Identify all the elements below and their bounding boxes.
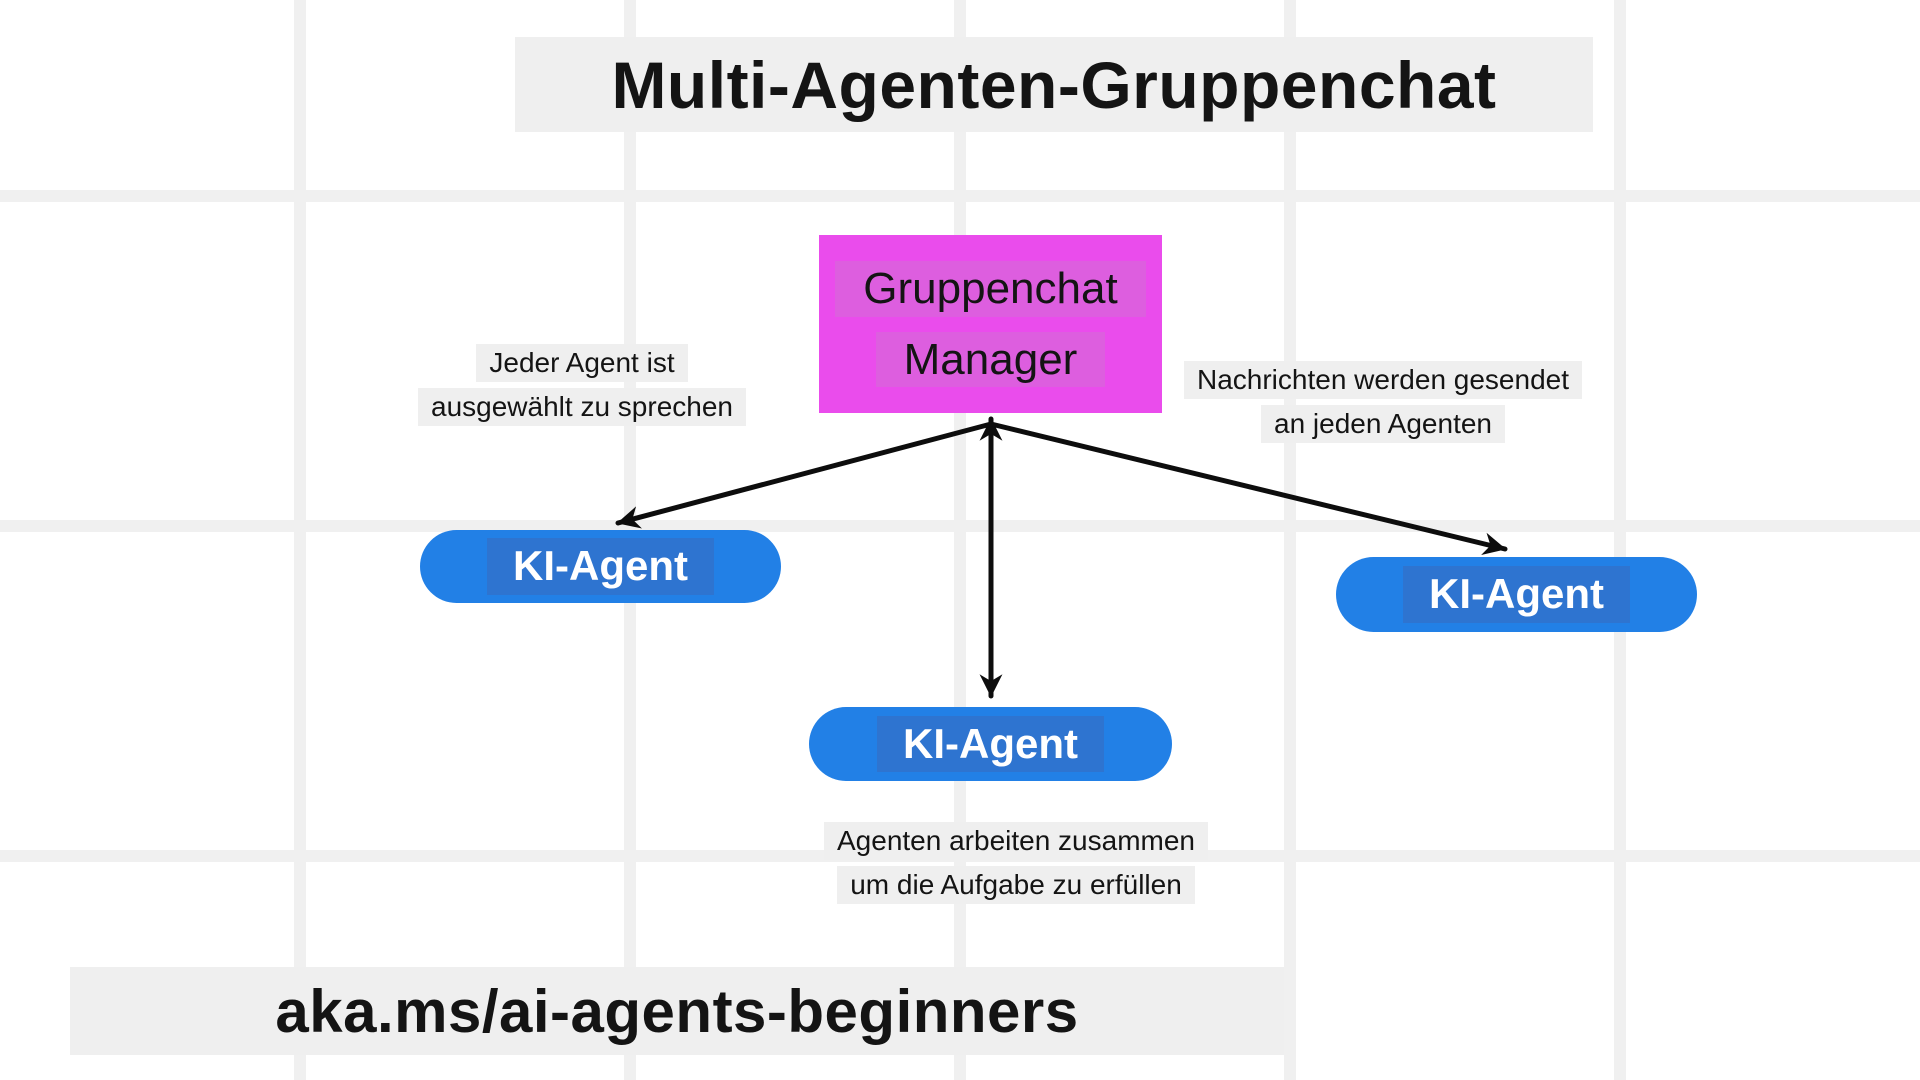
annotation-line: Nachrichten werden gesendet bbox=[1183, 361, 1583, 400]
annotation-line: Jeder Agent ist bbox=[476, 344, 688, 383]
annotation-line: ausgewählt zu sprechen bbox=[418, 388, 746, 427]
page-title: Multi-Agenten-Gruppenchat bbox=[515, 37, 1593, 132]
page-title-text: Multi-Agenten-Gruppenchat bbox=[611, 47, 1497, 122]
ki-agent-node-right: KI-Agent bbox=[1336, 557, 1697, 632]
arrow-manager-to-left-agent bbox=[615, 421, 994, 529]
agent-label: KI-Agent bbox=[487, 538, 714, 595]
footer-link-text: aka.ms/ai-agents-beginners bbox=[275, 977, 1079, 1045]
annotation-agent-selected: Jeder Agent ist ausgewählt zu sprechen bbox=[418, 344, 746, 427]
annotation-agents-collaborate: Agenten arbeiten zusammen um die Aufgabe… bbox=[824, 822, 1208, 905]
ki-agent-node-center: KI-Agent bbox=[809, 707, 1172, 781]
footer-link: aka.ms/ai-agents-beginners bbox=[70, 967, 1284, 1055]
annotation-messages-sent: Nachrichten werden gesendet an jeden Age… bbox=[1183, 361, 1583, 444]
annotation-line: Agenten arbeiten zusammen bbox=[824, 822, 1208, 861]
manager-label-line1: Gruppenchat bbox=[835, 260, 1146, 317]
annotation-line: um die Aufgabe zu erfüllen bbox=[837, 866, 1195, 905]
ki-agent-node-left: KI-Agent bbox=[420, 530, 781, 603]
group-chat-manager-node: Gruppenchat Manager bbox=[819, 235, 1162, 413]
agent-label: KI-Agent bbox=[1403, 566, 1630, 623]
annotation-line: an jeden Agenten bbox=[1261, 405, 1505, 444]
manager-label-line2: Manager bbox=[875, 331, 1106, 388]
agent-label: KI-Agent bbox=[877, 715, 1104, 773]
